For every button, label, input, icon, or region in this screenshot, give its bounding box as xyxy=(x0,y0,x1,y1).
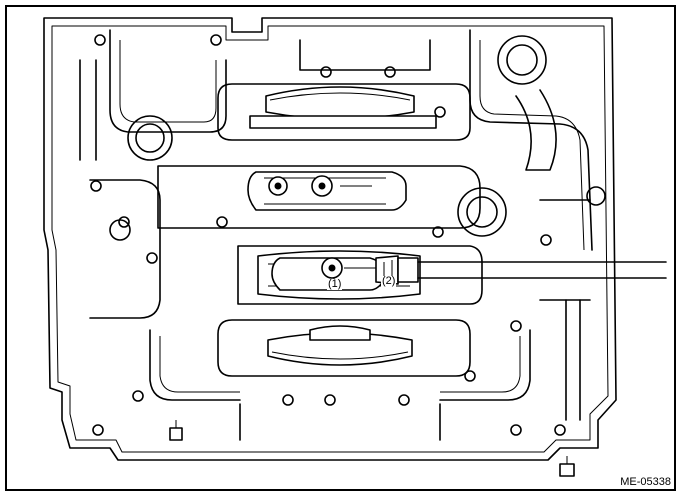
bottom-studs xyxy=(169,420,575,477)
callout-part-1: (1) xyxy=(327,278,343,290)
figure-border xyxy=(5,5,676,491)
bores-and-seals xyxy=(127,35,557,237)
casting-ribs xyxy=(79,29,593,441)
crankcase-outline xyxy=(43,17,617,461)
bolt-holes xyxy=(90,34,606,436)
figure-id: ME-05338 xyxy=(620,476,671,488)
crankshaft-counterweights xyxy=(249,86,437,366)
callout-part-2: (2) xyxy=(381,275,397,287)
connecting-rod-bolts xyxy=(268,175,378,279)
